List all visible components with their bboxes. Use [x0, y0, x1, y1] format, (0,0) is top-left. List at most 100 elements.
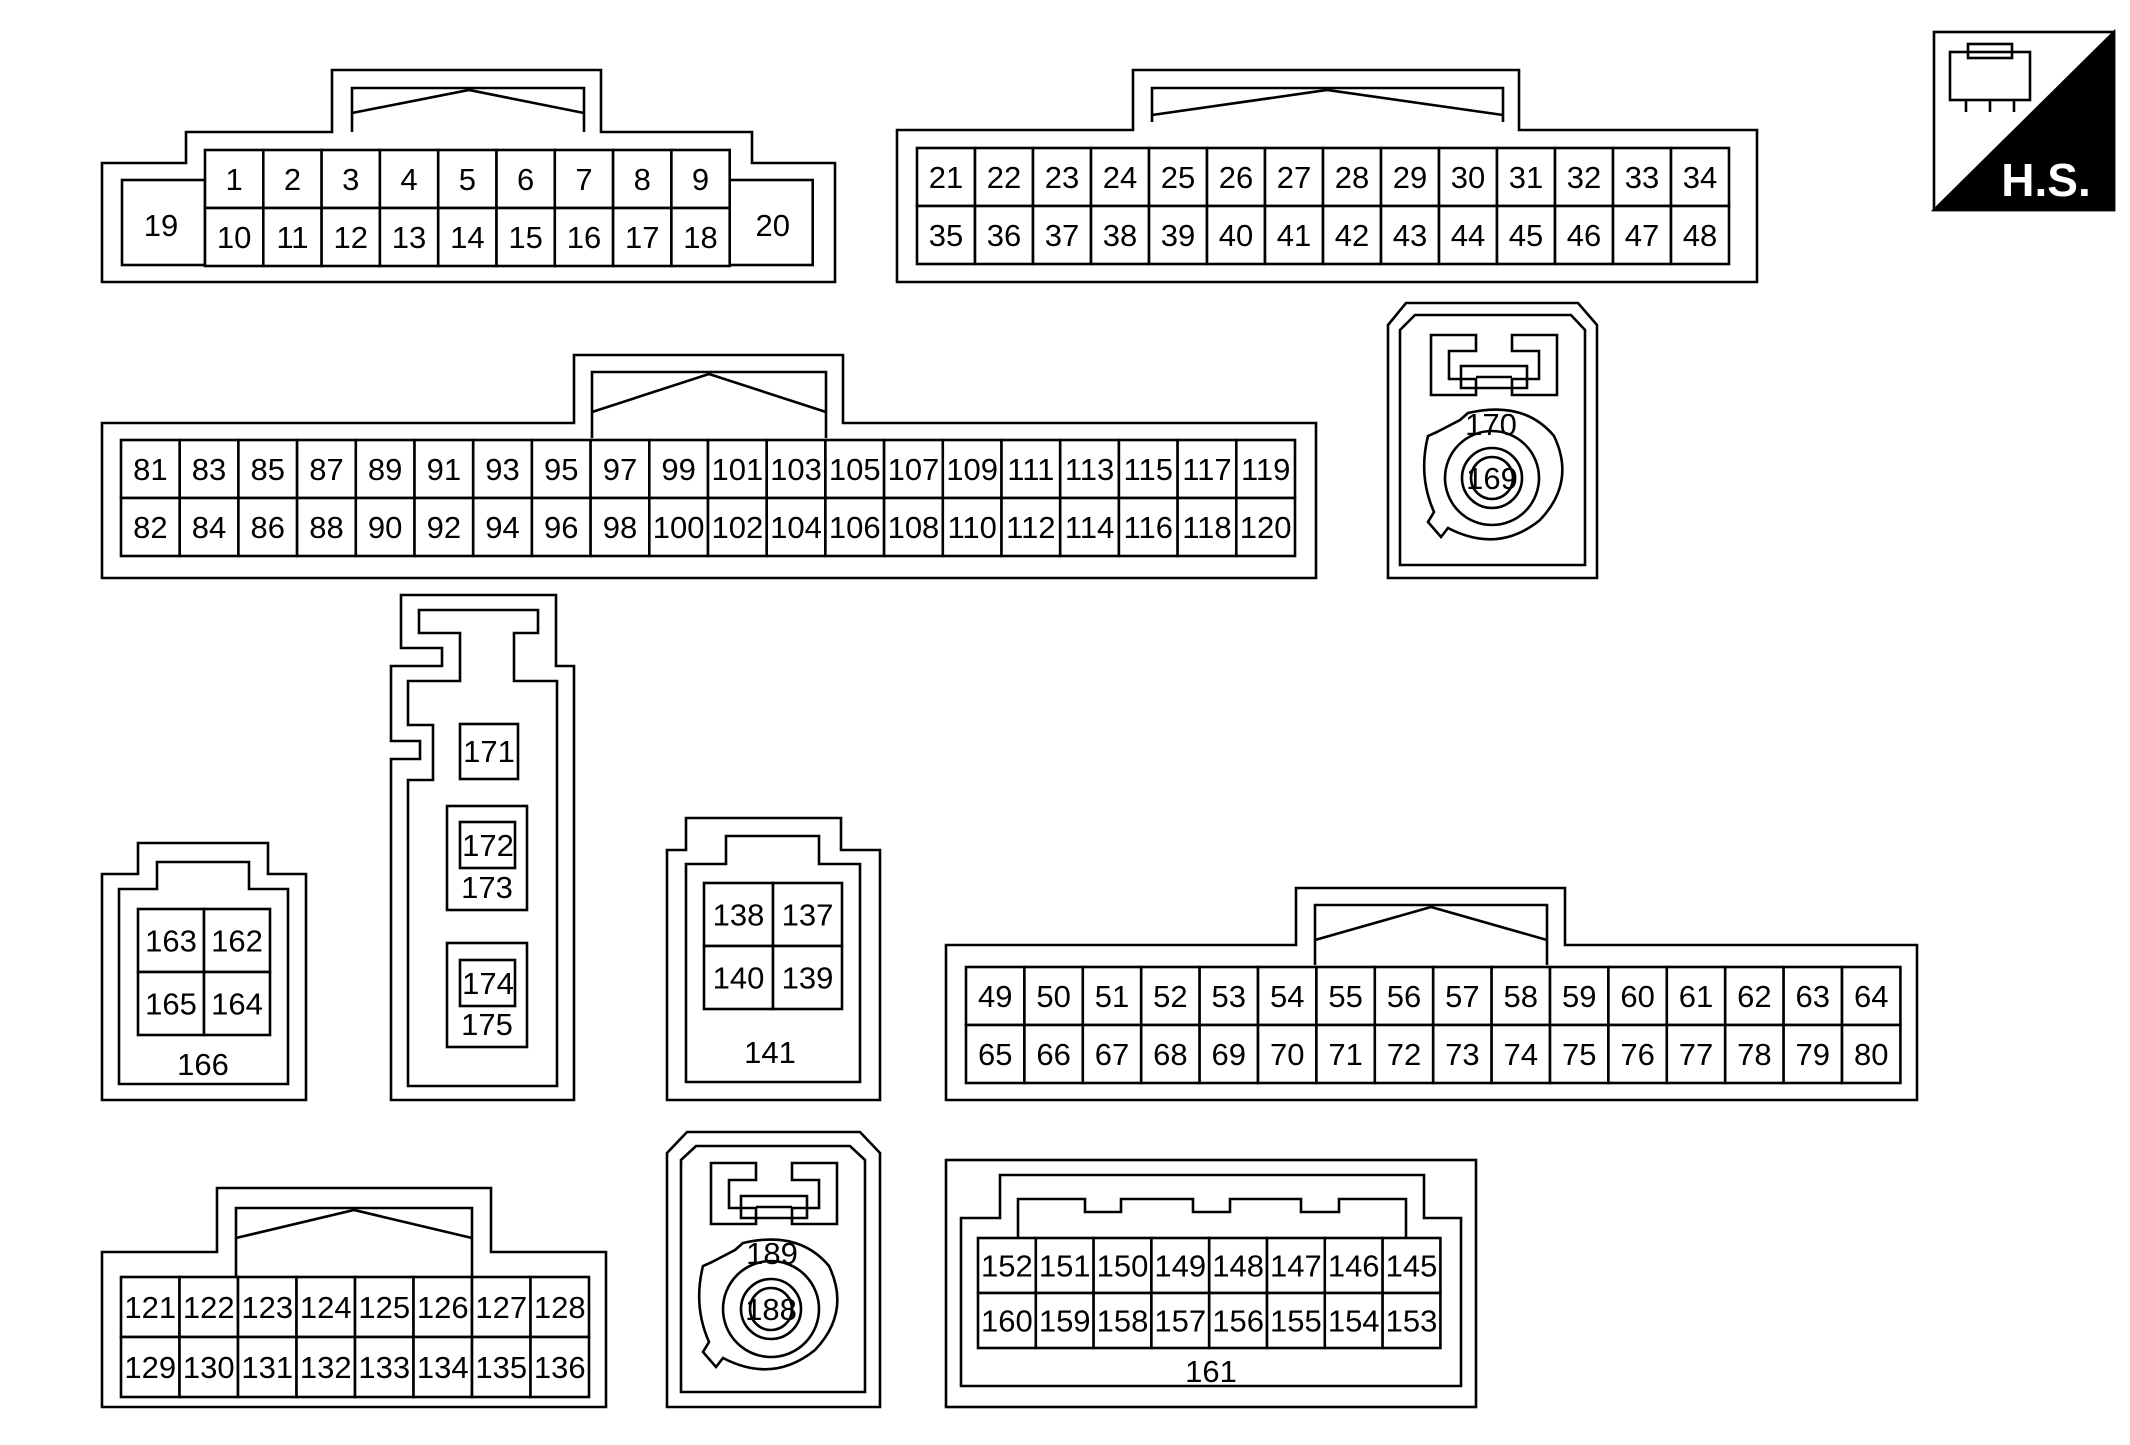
pin-cell: [378, 148, 440, 210]
pin-label: 52: [1153, 979, 1187, 1014]
pin-label: 90: [368, 510, 402, 545]
pin-cell: [412, 1275, 474, 1339]
pin-label: 118: [1182, 510, 1231, 545]
pin-cell: [530, 496, 592, 558]
pin-label: 124: [300, 1290, 352, 1325]
pin-cell: [1058, 496, 1121, 558]
pin-cell: [1034, 1291, 1095, 1350]
pin-cell: [1117, 438, 1179, 500]
connector-icon: [1948, 42, 2032, 112]
pin-label: 28: [1335, 160, 1369, 195]
pin-cell: [1840, 1023, 1902, 1085]
pin-cell: [1058, 438, 1121, 500]
pin-cell: [1723, 965, 1785, 1027]
connector-footer-label: 166: [177, 1047, 229, 1082]
pin-cell: [1431, 1023, 1493, 1085]
pin-label: 140: [713, 961, 765, 996]
pin-label: 165: [145, 987, 197, 1022]
pin-label: 117: [1182, 452, 1231, 487]
pin-label: 58: [1504, 979, 1538, 1014]
pin-label: 113: [1065, 452, 1114, 487]
pin-cell: [1381, 1236, 1442, 1295]
pin-label: 54: [1270, 979, 1304, 1014]
pin-label: 39: [1161, 218, 1195, 253]
pin-label: 7: [575, 162, 592, 197]
pin-label: 5: [459, 162, 476, 197]
pin-label: 129: [124, 1350, 176, 1385]
pin-label: 107: [888, 452, 940, 487]
pin-label: 149: [1154, 1249, 1206, 1284]
pin-label: 40: [1219, 218, 1253, 253]
pin-label: 9: [692, 162, 709, 197]
pin-label: 99: [661, 452, 695, 487]
pin-cell: [1665, 965, 1727, 1027]
pin-label: 20: [755, 208, 789, 243]
pin-label: 164: [211, 987, 263, 1022]
pin-cell: [670, 148, 732, 210]
pin-label: 159: [1039, 1304, 1091, 1339]
pin-label: 22: [987, 160, 1021, 195]
pin-label: 150: [1097, 1249, 1149, 1284]
pin-cell: [1256, 965, 1318, 1027]
pin-label: 85: [251, 452, 285, 487]
pin-cell: [354, 438, 416, 500]
pin-cell: [1147, 146, 1209, 208]
pin-label: 172: [462, 828, 514, 863]
pin-label: 14: [450, 220, 484, 255]
pin-cell: [1198, 965, 1260, 1027]
pin-label: 102: [711, 510, 763, 545]
pin-label: 25: [1161, 160, 1195, 195]
pin-label: 6: [517, 162, 534, 197]
pin-label: 2: [284, 162, 301, 197]
pin-cell: [1437, 204, 1499, 266]
pin-label: 41: [1277, 218, 1311, 253]
pin-cell: [320, 206, 382, 268]
pin-cell: [1607, 965, 1669, 1027]
pin-label: 162: [211, 924, 263, 959]
pin-label: 100: [653, 510, 705, 545]
pin-label: 71: [1328, 1037, 1362, 1072]
pin-cell: [119, 438, 182, 500]
pin-cell: [976, 1291, 1038, 1350]
pin-cell: [1235, 496, 1297, 558]
pin-label: 136: [534, 1350, 586, 1385]
pin-cell: [202, 970, 272, 1037]
pin-cell: [941, 496, 1003, 558]
pin-label: 87: [309, 452, 343, 487]
pin-label: 92: [427, 510, 461, 545]
pin-label: 80: [1854, 1037, 1888, 1072]
pin-label: 105: [829, 452, 881, 487]
pin-label: 55: [1328, 979, 1362, 1014]
pin-cell: [1373, 965, 1435, 1027]
pin-label: 96: [544, 510, 578, 545]
pin-label: 84: [192, 510, 226, 545]
pin-label: 53: [1212, 979, 1246, 1014]
pin-cell: [706, 438, 769, 500]
lock-tab: [1429, 333, 1559, 397]
pin-cell: [1840, 965, 1902, 1027]
pin-label: 64: [1854, 979, 1888, 1014]
pin-cell: [1081, 1023, 1143, 1085]
pin-label: 116: [1124, 510, 1173, 545]
pin-label: 130: [183, 1350, 235, 1385]
pin-label: 10: [217, 220, 251, 255]
pin-label: 47: [1625, 218, 1659, 253]
pin-label: 83: [192, 452, 226, 487]
pin-label: 139: [782, 961, 834, 996]
pin-label: 32: [1567, 160, 1601, 195]
pin-label: 30: [1451, 160, 1485, 195]
pin-cell: [1490, 965, 1552, 1027]
pin-label: 134: [417, 1350, 469, 1385]
pin-cell: [237, 496, 299, 558]
pin-label: 63: [1796, 979, 1830, 1014]
pin-label: 18: [683, 220, 717, 255]
pin-cell: [412, 1335, 474, 1399]
pin-label: 35: [929, 218, 963, 253]
pin-label: 173: [461, 870, 513, 905]
pin-cell: [237, 438, 299, 500]
pin-label: 34: [1683, 160, 1717, 195]
pin-cell: [1782, 965, 1844, 1027]
